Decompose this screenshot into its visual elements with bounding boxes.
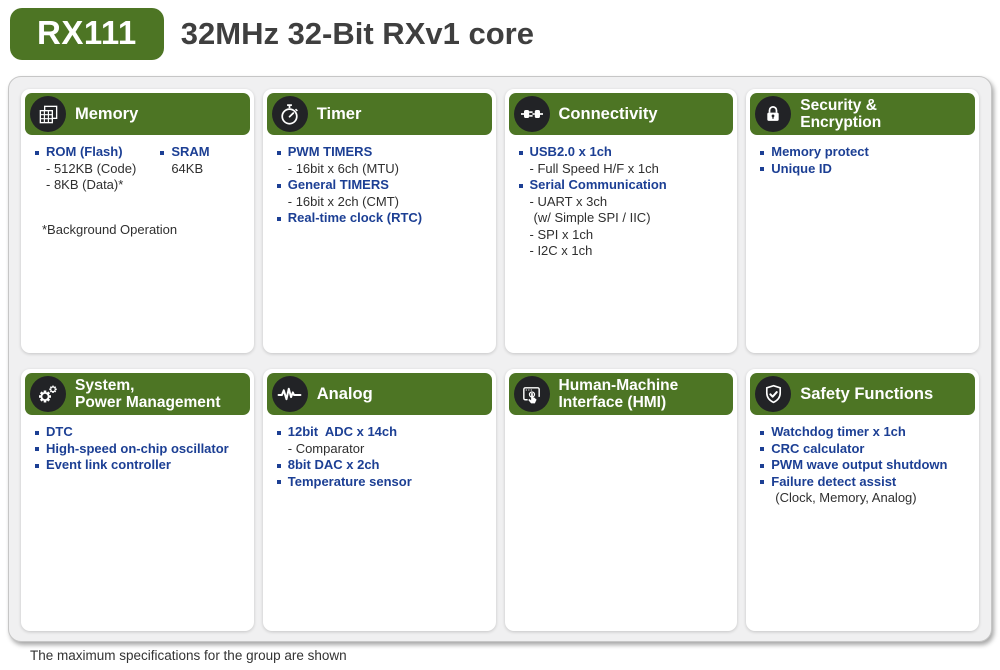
feature-item: USB2.0 x 1ch xyxy=(517,144,667,161)
spec-detail: - 8KB (Data)* xyxy=(46,177,124,192)
card-header: Memory xyxy=(25,93,250,135)
feature-item: 12bit ADC x 14ch xyxy=(275,424,412,441)
spec-detail: - 512KB (Code) xyxy=(46,160,137,176)
card-body xyxy=(509,415,734,424)
card-header: Timer xyxy=(266,93,492,135)
card-note: *Background Operation xyxy=(42,221,178,237)
card-body: PWM TIMERS- 16bit x 6ch (MTU)General TIM… xyxy=(267,135,492,227)
feature-item: Event link controller xyxy=(33,457,229,474)
feature-item: PWM TIMERS xyxy=(275,144,422,161)
footer-note: The maximum specifications for the group… xyxy=(30,648,347,663)
page-title: 32MHz 32-Bit RXv1 core xyxy=(180,16,534,51)
spec-detail: - 16bit x 6ch (MTU) xyxy=(287,160,399,176)
card-title: Human-Machine Interface (HMI) xyxy=(558,376,679,411)
card-header: Analog xyxy=(266,373,492,415)
feature-item: High-speed on-chip oscillator xyxy=(33,441,229,458)
waveform-icon xyxy=(271,376,308,412)
feature-item: ROM (Flash) xyxy=(33,144,136,161)
card-header: Human-Machine Interface (HMI) xyxy=(508,373,734,415)
card-title: Safety Functions xyxy=(800,384,934,403)
memory-chip-icon xyxy=(30,96,66,132)
card-title: Timer xyxy=(316,104,362,123)
card-header: Connectivity xyxy=(508,93,734,135)
card-title: Analog xyxy=(316,384,373,403)
feature-item: Temperature sensor xyxy=(275,474,412,491)
card-hmi: Human-Machine Interface (HMI) xyxy=(504,369,738,631)
padlock-icon xyxy=(755,96,792,132)
touch-screen-icon xyxy=(513,376,550,412)
spec-detail: - UART x 3ch xyxy=(529,193,608,209)
gears-icon xyxy=(30,376,66,412)
feature-item: 8bit DAC x 2ch xyxy=(275,457,412,474)
spec-detail: - Comparator xyxy=(287,440,365,456)
feature-item: Memory protect xyxy=(758,144,869,161)
card-header: Security & Encryption xyxy=(750,93,975,135)
feature-item: General TIMERS xyxy=(275,177,422,194)
card-title: System, Power Management xyxy=(75,376,221,411)
spec-detail: - I2C x 1ch xyxy=(529,243,593,258)
feature-item: Unique ID xyxy=(758,161,869,178)
feature-item: SRAM xyxy=(158,144,210,161)
feature-item: Serial Communication xyxy=(517,177,667,194)
feature-item: DTC xyxy=(33,424,229,441)
plug-icon xyxy=(513,96,550,132)
spec-detail: - 16bit x 2ch (CMT) xyxy=(287,193,399,209)
feature-item: CRC calculator xyxy=(758,441,947,458)
product-badge: RX111 xyxy=(10,8,164,60)
feature-item: Failure detect assist xyxy=(758,474,947,491)
spec-detail: - Full Speed H/F x 1ch xyxy=(529,160,659,176)
page-header: RX111 32MHz 32-Bit RXv1 core xyxy=(10,8,534,60)
feature-item: PWM wave output shutdown xyxy=(758,457,947,474)
card-body: ROM (Flash)- 512KB (Code)- 8KB (Data)* SR… xyxy=(25,135,250,237)
stopwatch-icon xyxy=(271,96,308,132)
card-title: Security & Encryption xyxy=(800,96,882,131)
card-title: Connectivity xyxy=(558,104,658,123)
spec-detail: - SPI x 1ch xyxy=(529,226,594,242)
feature-item: Watchdog timer x 1ch xyxy=(758,424,947,441)
spec-detail: (w/ Simple SPI / IIC) xyxy=(533,210,651,225)
spec-detail: (Clock, Memory, Analog) xyxy=(775,490,917,505)
feature-item: Real-time clock (RTC) xyxy=(275,210,422,227)
shield-check-icon xyxy=(755,376,792,412)
spec-detail: 64KB xyxy=(171,160,204,176)
card-title: Memory xyxy=(75,104,139,123)
card-header: Safety Functions xyxy=(750,373,975,415)
card-header: System, Power Management xyxy=(25,373,250,415)
